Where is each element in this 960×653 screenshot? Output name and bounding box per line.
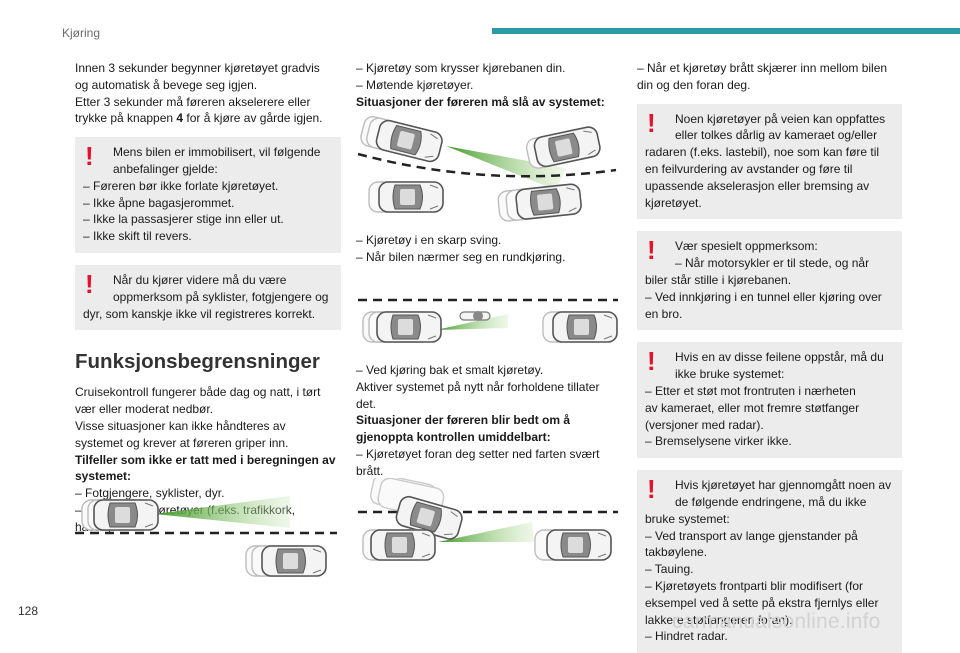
warning-box-immobilised: ! Mens bilen er immobilisert, vil følgen… xyxy=(75,137,341,253)
column-middle-mid: – Kjøretøy i en skarp sving. – Når bilen… xyxy=(356,233,566,264)
intro-line: Innen 3 sekunder begynner kjøretøyet gra… xyxy=(75,61,320,75)
bold-label: Situasjoner der føreren må slå av system… xyxy=(356,94,605,109)
button-number: 4 xyxy=(176,111,184,126)
intro-line: og automatisk å bevege seg igjen. xyxy=(75,77,258,92)
illustration-oncoming-vehicle xyxy=(357,116,617,223)
column-right: – Når et kjøretøy brått skjærer inn mell… xyxy=(637,60,902,653)
exclamation-mark-icon: ! xyxy=(647,107,656,138)
bold-label: systemet: xyxy=(75,469,132,484)
column-middle-lower: – Ved kjøring bak et smalt kjøretøy. Akt… xyxy=(356,362,618,480)
bold-label: Situasjoner der føreren blir bedt om å xyxy=(356,413,571,428)
warning-box-vulnerable-road-users: ! Når du kjører videre må du være oppmer… xyxy=(75,264,341,331)
warning-box-attention: ! Vær spesielt oppmerksom: – Når motorsy… xyxy=(637,231,902,331)
bold-label: gjenoppta kontrollen umiddelbart: xyxy=(356,430,551,445)
header-accent-bar xyxy=(492,28,960,34)
exclamation-mark-icon: ! xyxy=(85,268,94,299)
exclamation-mark-icon: ! xyxy=(647,474,656,505)
exclamation-mark-icon: ! xyxy=(85,141,94,172)
column-left: Innen 3 sekunder begynner kjøretøyet gra… xyxy=(75,60,341,536)
warning-box-faults: ! Hvis en av disse feilene oppstår, må d… xyxy=(637,342,902,459)
section-title: Kjøring xyxy=(62,26,101,40)
watermark: carmanualsonline.info xyxy=(672,610,881,633)
illustration-narrow-vehicle xyxy=(358,298,618,343)
exclamation-mark-icon: ! xyxy=(647,346,656,377)
exclamation-mark-icon: ! xyxy=(647,235,656,266)
intro-line: trykke på knappen 4 for å kjøre av gårde… xyxy=(75,111,323,126)
bold-label: Tilfeller som ikke er tatt med i beregni… xyxy=(75,452,336,467)
intro-line: Etter 3 sekunder må føreren akselerere e… xyxy=(75,94,311,109)
page-number: 128 xyxy=(18,604,39,618)
motorcycle-icon xyxy=(459,311,491,321)
warning-box-detection: ! Noen kjøretøyer på veien kan oppfattes… xyxy=(637,103,902,220)
column-middle: – Kjøretøy som krysser kjørebanen din. –… xyxy=(356,60,618,110)
section-heading: Funksjonsbegrensninger xyxy=(75,350,320,374)
warning-box-modifications: ! Hvis kjøretøyet har gjennomgått noen a… xyxy=(637,470,902,653)
illustration-crossing-vehicle xyxy=(75,496,337,577)
illustration-cut-in-vehicle xyxy=(358,478,618,561)
